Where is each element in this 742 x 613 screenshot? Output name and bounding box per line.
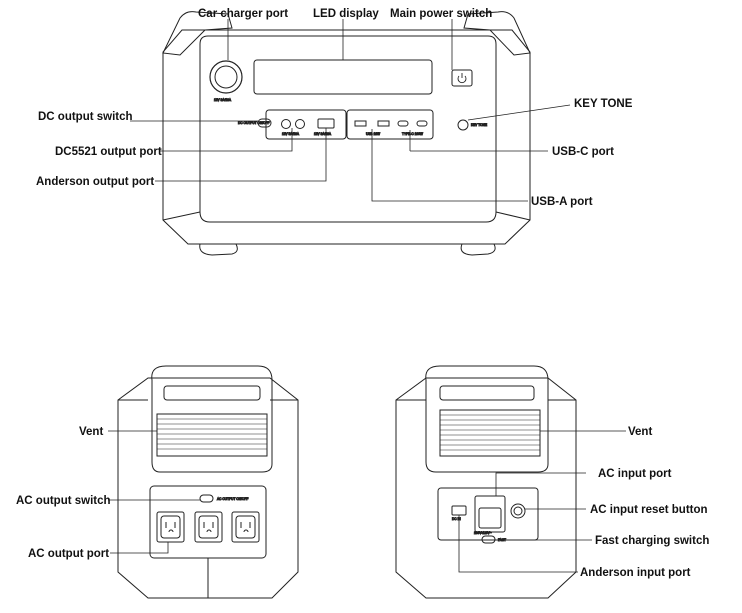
- front-body-outline: [162, 29, 531, 245]
- ac-input-rating: 100V-120V~: [474, 531, 492, 535]
- callout-anderson-input-port: Anderson input port: [580, 567, 691, 579]
- callout-car-charger-port: Car charger port: [198, 8, 288, 20]
- callout-dc5521-output-port: DC5521 output port: [55, 146, 162, 158]
- callout-key-tone: KEY TONE: [574, 98, 633, 110]
- callout-ac-output-switch: AC output switch: [16, 495, 111, 507]
- front-leader-lines: [130, 19, 571, 202]
- front-left-handle: [162, 11, 233, 56]
- callout-right-vent: Vent: [628, 426, 652, 438]
- callout-left-vent: Vent: [79, 426, 103, 438]
- power-icon: [457, 73, 467, 84]
- usb-panel: [346, 109, 434, 140]
- left-side-view: AC OUTPUT ON/OFF: [108, 365, 299, 599]
- callout-ac-input-port: AC input port: [598, 468, 672, 480]
- callout-ac-output-port: AC output port: [28, 548, 109, 560]
- dc-output-switch[interactable]: [257, 118, 272, 128]
- callout-ac-input-reset-button: AC input reset button: [590, 504, 708, 516]
- front-left-foot: [199, 243, 238, 256]
- dc-output-switch-label: DC OUTPUT ON/OFF: [238, 121, 270, 125]
- anderson-output-port[interactable]: [317, 118, 335, 129]
- ac-output-panel: [149, 485, 267, 559]
- callout-led-display: LED display: [313, 8, 379, 20]
- ac-input-panel: [437, 487, 539, 541]
- key-tone-button[interactable]: [457, 119, 469, 131]
- dc5521-rating: 12V 5A/10A: [282, 132, 300, 136]
- car-charger-port-inner: [214, 65, 238, 89]
- led-display: [253, 59, 433, 95]
- ac-input-reset-button[interactable]: [510, 503, 526, 519]
- usb-c-port-2[interactable]: [416, 120, 428, 127]
- fast-charging-switch[interactable]: [481, 535, 496, 544]
- callout-usb-a-port: USB-A port: [531, 196, 593, 208]
- dc5521-port-1[interactable]: [281, 119, 291, 129]
- ac-output-switch-label: AC OUTPUT ON/OFF: [217, 497, 248, 501]
- callout-main-power-switch: Main power switch: [390, 8, 492, 20]
- car-charger-port[interactable]: [209, 60, 243, 94]
- usb-a-port-2[interactable]: [377, 120, 390, 127]
- callout-dc-output-switch: DC output switch: [38, 111, 133, 123]
- front-right-handle: [463, 11, 531, 56]
- ac-input-reset-button-inner: [513, 506, 523, 516]
- left-handle: [151, 365, 273, 473]
- left-handle-grip: [163, 385, 261, 401]
- callout-fast-charging-switch: Fast charging switch: [595, 535, 709, 547]
- ac-output-switch[interactable]: [199, 494, 214, 503]
- callout-labels: Car charger port LED display Main power …: [16, 8, 709, 579]
- usb-c-port-1[interactable]: [397, 120, 409, 127]
- front-right-foot: [460, 243, 496, 256]
- key-tone-label: KEY TONE: [471, 123, 487, 127]
- right-side-view: DC IN 100V-120V~ FAST: [395, 365, 626, 599]
- ac-outlet-3[interactable]: [231, 511, 260, 543]
- left-vent-slats: [157, 418, 267, 450]
- dc5521-port-2[interactable]: [295, 119, 305, 129]
- anderson-input-label: DC IN: [452, 517, 461, 521]
- right-vent: [439, 409, 541, 457]
- ac-outlet-1[interactable]: [156, 511, 185, 543]
- anderson-input-port[interactable]: [451, 505, 467, 516]
- usb-a-rating: USB 18W: [366, 132, 380, 136]
- front-view: 12V 8A/10A DC OUTPUT ON/OFF 12V 5A/10A 1…: [130, 11, 571, 256]
- usb-c-rating: TYPE-C 100W: [402, 132, 423, 136]
- left-body-outline: [117, 377, 299, 599]
- right-handle: [425, 365, 549, 473]
- usb-a-port-1[interactable]: [354, 120, 367, 127]
- callout-usb-c-port: USB-C port: [552, 146, 614, 158]
- main-power-switch[interactable]: [451, 69, 473, 87]
- front-left-corner: [162, 211, 201, 221]
- ac-input-port[interactable]: [474, 495, 506, 533]
- right-handle-grip: [439, 385, 535, 401]
- right-vent-slats: [440, 414, 540, 451]
- left-leader-lines: [108, 430, 200, 554]
- car-charger-rating: 12V 8A/10A: [214, 98, 232, 102]
- right-leader-lines: [458, 430, 626, 573]
- ac-input-port-inner: [478, 507, 502, 529]
- front-right-corner: [495, 211, 531, 221]
- dc-output-panel: [265, 109, 347, 140]
- ac-outlet-2[interactable]: [194, 511, 223, 543]
- callout-anderson-output-port: Anderson output port: [36, 176, 154, 188]
- anderson-rating: 12V 8A/10A: [314, 132, 332, 136]
- left-vent: [156, 413, 268, 457]
